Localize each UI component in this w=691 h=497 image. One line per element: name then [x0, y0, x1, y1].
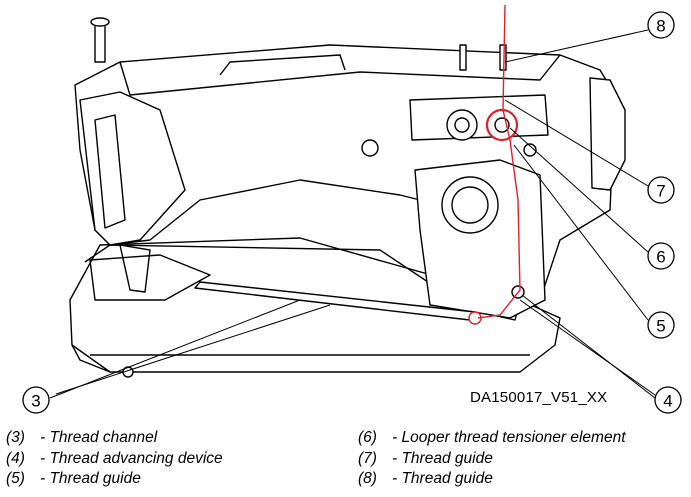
machine-bed — [84, 244, 521, 321]
sewing-machine-diagram: 3 4 5 6 7 8 — [22, 4, 682, 414]
callout-3 — [22, 386, 50, 414]
callout-4-label: 4 — [663, 392, 672, 411]
callout-8 — [647, 11, 675, 39]
legend-item: (7)- Thread guide — [358, 449, 493, 467]
legend-item: (4)- Thread advancing device — [6, 449, 223, 467]
reference-code: DA150017_V51_XX — [470, 389, 608, 406]
callout-5 — [647, 311, 675, 339]
legend-item: (3)- Thread channel — [6, 429, 158, 446]
callout-7 — [647, 176, 675, 204]
tension-plate — [409, 94, 549, 141]
machine-base — [69, 237, 561, 373]
callout-6 — [647, 242, 675, 270]
callout-4 — [654, 386, 682, 414]
legend-item: (8)- Thread guide — [358, 470, 493, 487]
callout-8-label: 8 — [656, 17, 665, 36]
legend-item: (5)- Thread guide — [6, 470, 141, 487]
callout-7-label: 7 — [656, 182, 665, 201]
legend-right: (6)- Looper thread tensioner element (7)… — [358, 428, 626, 490]
callout-3-label: 3 — [31, 392, 40, 411]
looper-thread — [477, 4, 521, 319]
legend-left: (3)- Thread channel (4)- Thread advancin… — [6, 428, 223, 490]
callout-6-label: 6 — [656, 248, 665, 267]
hand-wheel — [589, 77, 626, 191]
legend-item: (6)- Looper thread tensioner element — [358, 429, 626, 446]
callout-5-label: 5 — [656, 317, 665, 336]
